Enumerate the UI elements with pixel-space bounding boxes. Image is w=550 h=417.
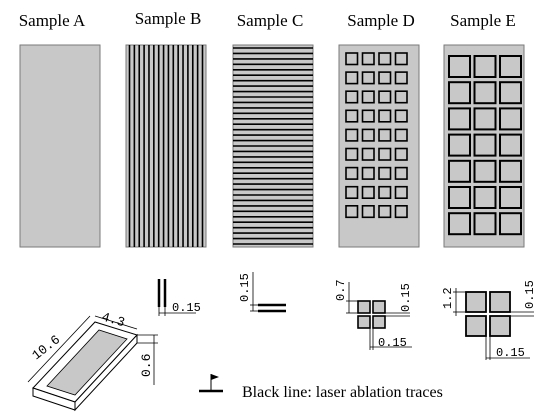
grid-cell-trace <box>378 147 392 161</box>
grid-cell-trace <box>499 133 522 157</box>
legend-text: Black line: laser ablation traces <box>242 384 443 401</box>
grid-cell-trace <box>378 109 392 123</box>
specimen-3d: 10.6 4.3 0.6 <box>27 309 158 412</box>
grid-cell-trace <box>378 205 392 219</box>
detail-c: 0.15 <box>238 272 286 313</box>
grid-cell-trace <box>473 133 497 157</box>
specimen-width-label: 4.3 <box>100 309 127 330</box>
detail-d-gap-h-label: 0.15 <box>399 283 413 312</box>
detail-b-spacing-label: 0.15 <box>172 301 201 315</box>
grid-cell-trace <box>499 81 522 105</box>
sample-a-panel <box>19 44 101 248</box>
grid-cell-trace <box>394 109 408 123</box>
grid-cell-trace <box>378 71 392 85</box>
detail-c-spacing-label: 0.15 <box>238 273 252 302</box>
grid-cell-trace <box>345 166 359 180</box>
grid-cell-trace <box>361 52 375 66</box>
grid-cell-trace <box>378 185 392 199</box>
grid-cell-trace <box>448 81 471 105</box>
grid-cell-trace <box>448 159 471 183</box>
grid-cell-trace <box>473 55 497 78</box>
sample-e-title: Sample E <box>450 11 516 30</box>
grid-cell-trace <box>499 159 522 183</box>
sample-a-title: Sample A <box>19 11 86 30</box>
grid-cell-trace <box>345 128 359 142</box>
grid-cell-trace <box>394 185 408 199</box>
detail-d-gap-v-label: 0.15 <box>378 336 407 350</box>
grid-cell-trace <box>448 107 471 131</box>
grid-cell-trace <box>361 109 375 123</box>
grid-cell-trace <box>394 166 408 180</box>
grid-cell-trace <box>473 107 497 131</box>
grid-cell-trace <box>448 133 471 157</box>
grid-cell-trace <box>448 186 471 209</box>
grid-cell-trace <box>378 52 392 66</box>
grid-cell-trace <box>499 186 522 209</box>
grid-cell-trace <box>473 212 497 236</box>
sample-c-horizontal-traces <box>233 47 313 245</box>
grid-cell-trace <box>448 55 471 78</box>
legend: Black line: laser ablation traces <box>199 374 443 401</box>
grid-cell-trace <box>394 147 408 161</box>
grid-cell-trace <box>394 71 408 85</box>
grid-cell-trace <box>345 205 359 219</box>
grid-cell-trace <box>345 109 359 123</box>
detail-b: 0.15 <box>157 279 201 316</box>
sample-c-title: Sample C <box>237 11 304 30</box>
grid-cell-trace <box>361 128 375 142</box>
grid-cell-trace <box>345 71 359 85</box>
detail-e-gap-h-label: 0.15 <box>523 280 537 309</box>
sample-e-panel <box>443 44 525 248</box>
grid-cell-trace <box>361 166 375 180</box>
detail-e: 1.2 0.15 0.15 <box>441 280 537 360</box>
grid-cell-trace <box>499 212 522 236</box>
grid-cell-trace <box>345 185 359 199</box>
detail-e-gap-v-label: 0.15 <box>496 346 525 360</box>
detail-e-cell-label: 1.2 <box>441 287 455 309</box>
sample-e-grid-traces <box>448 55 522 236</box>
grid-cell-trace <box>394 90 408 104</box>
grid-cell-trace <box>361 71 375 85</box>
sample-b-title: Sample B <box>135 9 202 28</box>
grid-cell-trace <box>345 90 359 104</box>
grid-cell-trace <box>378 90 392 104</box>
sample-d-grid-traces <box>345 52 408 219</box>
grid-cell-trace <box>361 205 375 219</box>
specimen-length-label: 10.6 <box>29 332 63 363</box>
grid-cell-trace <box>473 81 497 105</box>
grid-cell-trace <box>394 205 408 219</box>
grid-cell-trace <box>345 147 359 161</box>
grid-cell-trace <box>473 159 497 183</box>
grid-cell-trace <box>394 128 408 142</box>
detail-d: 0.7 0.15 0.15 <box>334 279 413 350</box>
grid-cell-trace <box>378 128 392 142</box>
sample-b-panel <box>125 44 207 248</box>
specimen-thickness-label: 0.6 <box>139 354 154 377</box>
grid-cell-trace <box>361 90 375 104</box>
grid-cell-trace <box>499 55 522 78</box>
detail-d-cell-label: 0.7 <box>334 279 348 301</box>
grid-cell-trace <box>345 52 359 66</box>
sample-d-title: Sample D <box>347 11 415 30</box>
grid-cell-trace <box>361 147 375 161</box>
sample-b-vertical-traces <box>128 45 204 247</box>
grid-cell-trace <box>448 212 471 236</box>
grid-cell-trace <box>378 166 392 180</box>
legend-flag-icon <box>211 374 219 380</box>
grid-cell-trace <box>361 185 375 199</box>
grid-cell-trace <box>473 186 497 209</box>
grid-cell-trace <box>499 107 522 131</box>
grid-cell-trace <box>394 52 408 66</box>
